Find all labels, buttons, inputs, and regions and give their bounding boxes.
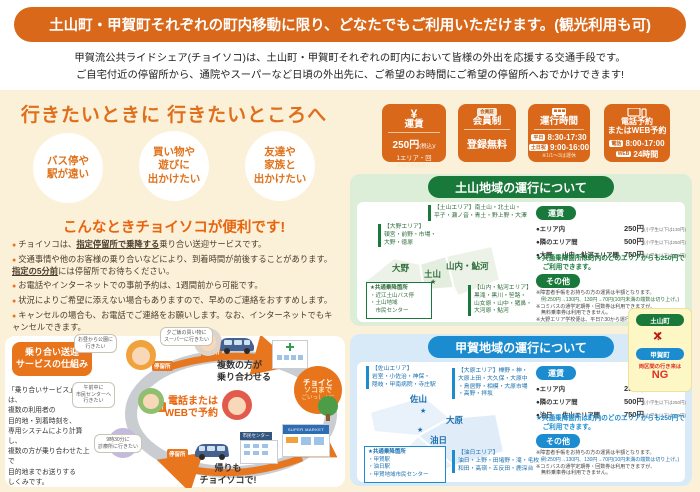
banner-text: 土山町・甲賀町それぞれの町内移動に限り、どなたでもご利用いただけます。(観光利用…	[49, 18, 651, 34]
operator-avatar	[222, 390, 252, 420]
tsuchiyama-title: 土山地域の運行について	[428, 176, 614, 198]
green-cross-icon	[286, 343, 294, 351]
supermarket-sign: SUPER MARKET	[283, 425, 329, 434]
yen-icon: ¥	[410, 107, 418, 121]
benefits-list: ●チョイソコは、指定停留所で乗降する乗り合い送迎サービスです。 ●交通事情や他の…	[12, 239, 340, 336]
rider-wish-bubble: 9時30分に診療所に行きたい	[94, 434, 143, 453]
benefit-bullet: ●状況によりご希望に添えない場合もありますので、早めのご連絡をおすすめします。	[12, 295, 333, 305]
benefit-bullet: ●キャンセルの場合も、お電話でご連絡をお願いします。なお、インターネットでもキャ…	[12, 309, 333, 332]
bullet-dot-icon: ●	[12, 312, 17, 320]
ng-koka-pill: 甲賀町	[636, 348, 684, 360]
member-card-icon: 会員証	[477, 108, 497, 116]
civic-center-building: 市民センター	[240, 432, 278, 464]
circle-line: バス停や	[47, 154, 89, 167]
van-icon	[220, 338, 254, 354]
koka-fare-note: ★共通乗降箇所は町内のどのエリアからも250円で ご利用できます。	[536, 415, 685, 432]
map-name-ohara: 大原	[446, 415, 464, 425]
ride-together-label: 複数の方が 乗り合わせる	[217, 360, 272, 382]
bullet-dot-icon: ●	[12, 256, 17, 264]
circle-line: 出かけたい	[147, 172, 201, 185]
bullet-dot-icon: ●	[12, 242, 17, 249]
circle-line: 駅が遠い	[47, 168, 89, 180]
map-name-tsuchiyama: 土山	[424, 269, 442, 279]
stop-tag: 停留所	[167, 449, 188, 459]
scheme-description: 「乗り合いサービス」とは、 複数の利用者の 目的地・到着時刻を、 専用システムに…	[8, 387, 90, 486]
area-label-aburahi: 【油日エリア】油日・上野・田堵野・滝・毛枚・和田・高嶺・五反田・鹿深台	[452, 450, 545, 474]
intro-line-2: ご自宅付近の停留所から、通院やスーパーなど日頃の外出先に、ご希望のお時間にご希望…	[76, 70, 624, 81]
area-label-yamauchi: 【山内・鮎河エリア】黒滝・黒川・笹路・山女原・山中・猪鼻・大河原・鮎河	[468, 285, 532, 317]
stop-tag: 停留所	[152, 361, 173, 371]
area-label-sayama: 【佐山エリア】岩室・小佐治・神保・隠岐・甲南病院・寺庄駅	[366, 366, 436, 390]
no-crossing-box: 土山町 ↕ × 甲賀町 両区間の行き来は NG	[628, 308, 692, 392]
need-circle-shopping: 買い物や 遊びに 出かけたい	[139, 131, 209, 201]
ng-label: NG	[651, 369, 669, 381]
map-name-yamauchi: 山内・鮎河	[446, 261, 489, 271]
card-fare: ¥ 運賃 250円(税込)/ 1エリア・回 ※割引制度あり	[382, 104, 446, 169]
supermarket-building: SUPER MARKET	[282, 424, 330, 457]
rider-avatar-man	[138, 388, 164, 414]
area-label-ohara: 【大原エリア】櫟野・神・大原上田・大久保・大原中・鳥居野・相模・大原市場・高野・…	[452, 368, 528, 400]
circle-line: 家族と	[264, 159, 296, 172]
bullet-dot-icon: ●	[12, 298, 17, 305]
tsuchiyama-common-stops: ★共通乗降箇所 ・近江土山バス停 ・土山地域 市民センター	[366, 282, 432, 319]
map-name-oono: 大野	[392, 263, 410, 273]
area-label-tsuchiyama: 【土山エリア】南土山・北土山・平子・瀬ノ音・青土・野上野・大澤	[428, 205, 527, 221]
return-label: 帰りも チョイソコで!	[199, 463, 257, 485]
tree-icon	[318, 396, 338, 421]
map-star-marker: ★	[430, 279, 437, 286]
tsuchiyama-other-notes: ※障害者手帳をお持ちの方の運賃は半額となります。 例:250円→130円、130…	[536, 290, 680, 323]
van-icon	[195, 444, 229, 460]
benefits-title: こんなときチョイソコが便利です!	[62, 220, 286, 236]
card-membership: 会員証 会員制 登録無料	[458, 104, 516, 162]
need-circle-friends: 友達や 家族と 出かけたい	[245, 131, 315, 201]
koka-title: 甲賀地域の運行について	[428, 336, 614, 358]
ng-note: 両区間の行き来は	[638, 364, 682, 370]
bullet-dot-icon: ●	[12, 283, 17, 291]
koka-other-title: その他	[536, 434, 580, 448]
rider-avatar-mother	[126, 340, 156, 370]
circle-line: 友達や	[264, 146, 296, 159]
benefit-bullet: ●交通事情や他のお客様の乗り合いなどにより、到着時間が前後することがあります。指…	[12, 253, 333, 276]
map-name-aburahi: 油日	[430, 435, 448, 445]
circle-line: 買い物や	[153, 146, 195, 159]
need-circle-bus-stop: バス停や 駅が遠い	[33, 133, 103, 203]
left-headline: 行きたいときに 行きたいところへ	[20, 105, 328, 126]
ng-tsuchiyama-pill: 土山町	[636, 314, 684, 326]
rider-wish-bubble: 午前中に市民センターへ行きたい	[72, 382, 116, 408]
rider-wish-bubble: 夕ご飯の買い物にスーパーに行きたい	[160, 327, 213, 346]
benefit-bullet: ●チョイソコは、指定停留所で乗降する乗り合い送迎サービスです。	[12, 239, 267, 249]
koka-other-notes: ※障害者手帳をお持ちの方の運賃は半額となります。 例:250円→130円、130…	[536, 450, 680, 477]
hospital-building	[272, 340, 308, 369]
koka-fare-title: 運賃	[536, 366, 576, 380]
tsuchiyama-fare-title: 運賃	[536, 206, 576, 220]
koka-common-stops: ★共通乗降箇所 ・甲賀駅 ・油日駅 ・甲賀地域市民センター	[364, 446, 446, 483]
no-crossing-icon: ↕ ×	[653, 327, 663, 345]
circle-line: 遊びに	[158, 159, 190, 172]
phone-pc-icon	[627, 108, 647, 118]
tsuchiyama-other-title: その他	[536, 274, 580, 288]
benefit-bullet: ●お電話やインターネットでの事前予約は、1週間前から可能です。	[12, 280, 263, 291]
map-star-marker: ★	[420, 408, 427, 415]
intro-line-1: 甲賀流公共ライドシェア(チョイソコ)は、土山町・甲賀町それぞれの町内において皆様…	[74, 53, 626, 64]
tsuchiyama-fare-note: ★共通乗降箇所は町内のどのエリアからも250円で ご利用できます。	[536, 255, 685, 272]
area-label-oono: 【大野エリア】頓宮・前野・市場・大野・徳原	[378, 224, 436, 248]
top-banner: 土山町・甲賀町それぞれの町内移動に限り、どなたでもご利用いただけます。(観光利用…	[14, 7, 686, 42]
circle-line: 出かけたい	[253, 172, 307, 185]
reserve-label: 電話または WEBで予約	[164, 396, 218, 419]
bus-icon	[552, 108, 566, 117]
map-name-sayama: 佐山	[410, 394, 428, 404]
civic-center-sign: 市民センター	[240, 432, 272, 440]
rider-wish-bubble: お昼から公園に行きたい	[74, 334, 118, 353]
map-star-marker: ★	[417, 427, 424, 434]
